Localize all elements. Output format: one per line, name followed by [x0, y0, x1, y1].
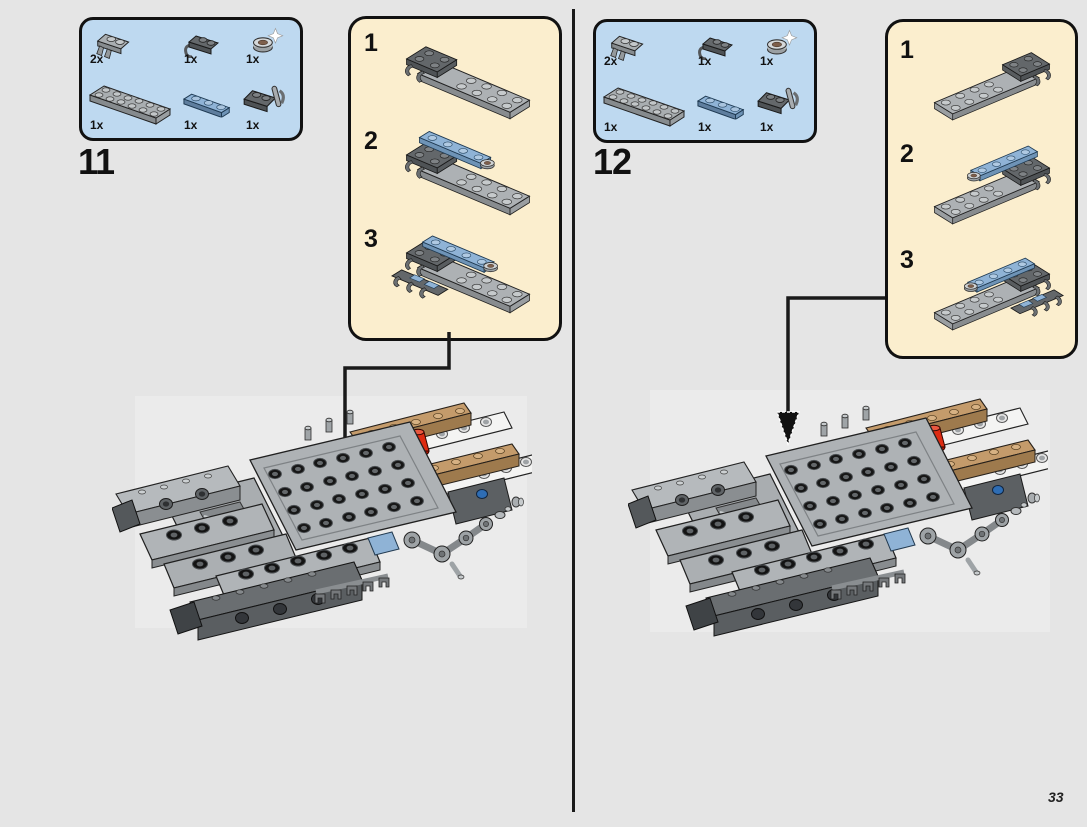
substep-2-illustration — [387, 125, 549, 218]
parts-box-step-12: 2x 1x 1x 1x 1x 1x — [593, 19, 817, 143]
part-count: 1x — [184, 118, 198, 132]
page-number: 33 — [1048, 789, 1064, 805]
part-plate-2x2-bar-icon — [240, 76, 290, 118]
part-plate-1x3-icon — [696, 84, 750, 120]
part-count: 1x — [760, 54, 774, 68]
assembly-illustration-step-11 — [112, 388, 532, 643]
part-plate-2x2-bar-icon — [754, 78, 804, 120]
part-count: 1x — [760, 120, 774, 134]
substep-number: 1 — [900, 36, 914, 64]
part-plate-1x3-icon — [182, 82, 236, 118]
substep-number: 1 — [364, 29, 378, 57]
substep-number: 3 — [900, 246, 914, 274]
substep-3-illustration — [387, 223, 549, 316]
part-count: 1x — [604, 120, 618, 134]
part-count: 1x — [90, 118, 104, 132]
assembly-illustration-step-12 — [628, 384, 1048, 639]
parts-box-step-11: 2x 1x 1x 1x 1x 1x — [79, 17, 303, 141]
substep-number: 2 — [364, 127, 378, 155]
substep-number: 2 — [900, 140, 914, 168]
connector-arrow-step-12 — [776, 296, 885, 447]
substep-number: 3 — [364, 225, 378, 253]
part-count: 1x — [698, 120, 712, 134]
part-count: 1x — [246, 52, 260, 66]
part-count: 1x — [246, 118, 260, 132]
substep-3-illustration — [916, 246, 1068, 333]
step-number-12: 12 — [593, 141, 632, 182]
part-count: 1x — [184, 52, 198, 66]
substep-1-illustration — [387, 29, 549, 122]
column-divider — [572, 9, 575, 812]
substep-1-illustration — [916, 36, 1068, 123]
substeps-box-step-11: 1 2 3 — [348, 16, 562, 341]
part-count: 2x — [90, 52, 104, 66]
substep-2-illustration — [916, 140, 1068, 227]
substeps-box-step-12: 1 2 3 — [885, 19, 1078, 359]
step-number-11: 11 — [78, 141, 115, 182]
part-count: 2x — [604, 54, 618, 68]
part-count: 1x — [698, 54, 712, 68]
